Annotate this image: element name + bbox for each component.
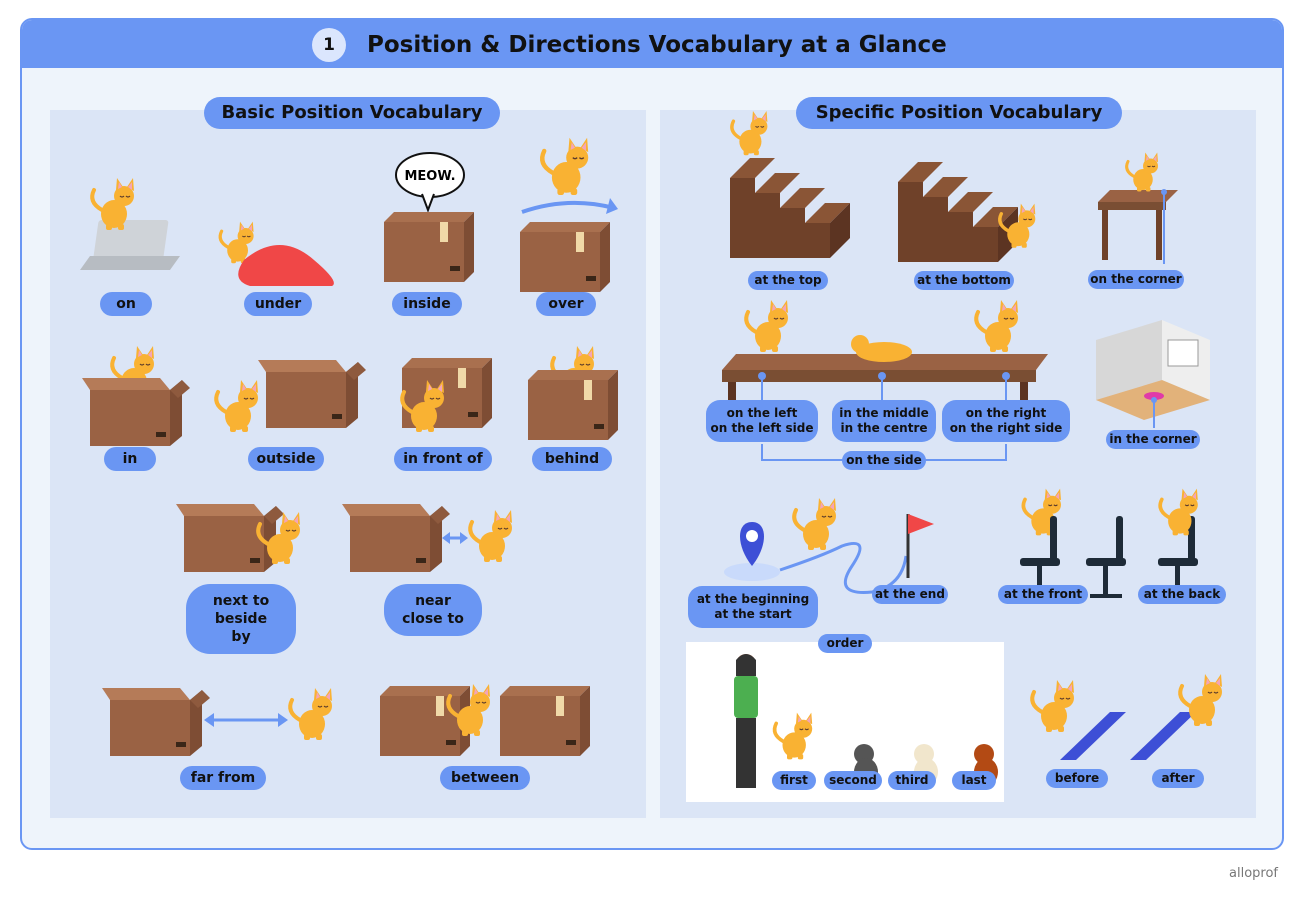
label-on-the-left-2: on the left side bbox=[710, 421, 814, 435]
page-title: Position & Directions Vocabulary at a Gl… bbox=[367, 32, 947, 58]
label-near-1: near bbox=[415, 593, 451, 609]
label-far-from: far from bbox=[180, 766, 266, 790]
label-at-the-front: at the front bbox=[998, 585, 1088, 604]
scene-inside: MEOW. bbox=[384, 152, 474, 282]
label-first: first bbox=[772, 771, 816, 790]
poster-frame: 1 Position & Directions Vocabulary at a … bbox=[20, 18, 1284, 850]
scene-on-the-corner bbox=[1098, 151, 1178, 264]
label-on-the-left-1: on the left bbox=[726, 406, 798, 420]
scene-before-after bbox=[1030, 672, 1224, 760]
label-on-the-corner: on the corner bbox=[1088, 270, 1184, 289]
scene-near bbox=[342, 504, 514, 572]
label-next-to-1: next to bbox=[212, 593, 270, 609]
scene-path bbox=[724, 496, 934, 594]
label-at-the-beginning: at the beginning at the start bbox=[688, 586, 818, 628]
label-in-the-middle-1: in the middle bbox=[839, 406, 929, 420]
label-at-the-bottom: at the bottom bbox=[914, 271, 1014, 290]
basic-title: Basic Position Vocabulary bbox=[204, 97, 500, 129]
scene-in bbox=[82, 344, 190, 446]
label-on-the-right: on the right on the right side bbox=[942, 400, 1070, 442]
label-in-the-middle: in the middle in the centre bbox=[832, 400, 936, 442]
scene-in-the-corner bbox=[1096, 320, 1210, 428]
label-in-the-corner: in the corner bbox=[1106, 430, 1200, 449]
scene-at-the-top bbox=[730, 109, 850, 258]
label-last: last bbox=[952, 771, 996, 790]
label-next-to-2: beside bbox=[214, 611, 268, 627]
label-next-to: next to beside by bbox=[186, 584, 296, 654]
label-in-the-middle-2: in the centre bbox=[840, 421, 928, 435]
label-on-the-side: on the side bbox=[842, 451, 926, 470]
label-at-the-end: at the end bbox=[872, 585, 948, 604]
label-behind: behind bbox=[532, 447, 612, 471]
label-next-to-3: by bbox=[231, 629, 251, 645]
label-between: between bbox=[440, 766, 530, 790]
label-at-the-back: at the back bbox=[1138, 585, 1226, 604]
scene-behind bbox=[528, 344, 618, 440]
label-near: near close to bbox=[384, 584, 482, 636]
scene-in-front-of bbox=[400, 358, 492, 434]
label-after: after bbox=[1152, 769, 1204, 788]
label-at-the-top: at the top bbox=[748, 271, 828, 290]
label-third: third bbox=[888, 771, 936, 790]
label-in-front-of: in front of bbox=[394, 447, 492, 471]
scene-far-from bbox=[102, 686, 334, 756]
header-bar: 1 Position & Directions Vocabulary at a … bbox=[22, 20, 1282, 68]
scene-under bbox=[218, 220, 334, 286]
label-order: order bbox=[818, 634, 872, 653]
label-at-the-beginning-2: at the start bbox=[714, 607, 792, 621]
label-before: before bbox=[1046, 769, 1108, 788]
label-on-the-right-1: on the right bbox=[965, 406, 1047, 420]
specific-title: Specific Position Vocabulary bbox=[796, 97, 1122, 129]
label-inside: inside bbox=[392, 292, 462, 316]
brand-logo: alloprof bbox=[1229, 866, 1278, 881]
label-under: under bbox=[244, 292, 312, 316]
label-on: on bbox=[100, 292, 152, 316]
label-on-the-left: on the left on the left side bbox=[706, 400, 818, 442]
section-number: 1 bbox=[312, 28, 346, 62]
label-second: second bbox=[824, 771, 882, 790]
scene-outside bbox=[214, 360, 366, 434]
label-near-2: close to bbox=[402, 611, 464, 627]
label-at-the-beginning-1: at the beginning bbox=[696, 592, 810, 606]
label-in: in bbox=[104, 447, 156, 471]
scene-on bbox=[80, 176, 180, 270]
label-outside: outside bbox=[248, 447, 324, 471]
scene-between bbox=[380, 682, 590, 756]
speech-text: MEOW. bbox=[404, 169, 455, 184]
scene-over bbox=[520, 132, 618, 292]
scene-at-the-bottom bbox=[898, 162, 1038, 262]
label-on-the-right-2: on the right side bbox=[949, 421, 1063, 435]
scene-next-to bbox=[176, 504, 302, 572]
label-over: over bbox=[536, 292, 596, 316]
